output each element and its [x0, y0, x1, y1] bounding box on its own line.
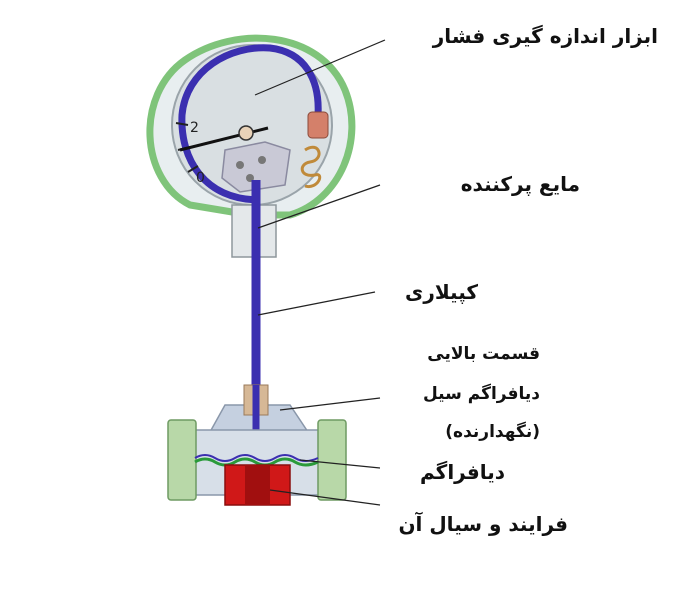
movement-screw: [258, 156, 266, 164]
bolt-right: [317, 419, 347, 501]
needle-hub: [238, 125, 254, 141]
label-process-fluid: فرایند و سیال آن: [398, 512, 568, 536]
bourdon-tube: [178, 44, 322, 204]
pressure-gauge: 2 0: [146, 34, 356, 258]
movement-screw: [236, 161, 244, 169]
label-seal-upper-line1: قسمت بالایی: [427, 344, 540, 364]
leader-capillary: [257, 291, 376, 316]
dial-label-0: 0: [196, 170, 205, 186]
bolt-left: [167, 419, 197, 501]
process-bore: [245, 465, 270, 505]
dial-tick: [187, 165, 199, 173]
label-seal-upper-line3: (نگهدارنده): [445, 422, 540, 442]
label-fill-fluid: مایع پرکننده: [460, 172, 580, 196]
leader-gauge: [254, 39, 386, 96]
leader-fill-fluid: [257, 184, 381, 229]
hair-spring: [300, 145, 322, 189]
tube-socket: [307, 111, 329, 139]
label-seal-upper-line2: دیافراگم سیل: [423, 384, 540, 404]
leader-seal-upper: [279, 397, 381, 411]
diaphragm-seal: [167, 384, 347, 506]
dial-tick: [175, 122, 189, 126]
leader-diaphragm: [299, 459, 381, 469]
movement-plate: [221, 141, 291, 193]
label-diaphragm: دیافراگم: [420, 460, 505, 484]
diaphragm-membrane: [194, 457, 319, 467]
label-pressure-gauge: ابزار اندازه گیری فشار: [432, 24, 658, 48]
dial-label-2: 2: [190, 120, 199, 136]
label-capillary: کپیلاری: [405, 280, 478, 304]
leader-process: [269, 489, 381, 506]
diaphragm-membrane-inner: [194, 454, 319, 462]
